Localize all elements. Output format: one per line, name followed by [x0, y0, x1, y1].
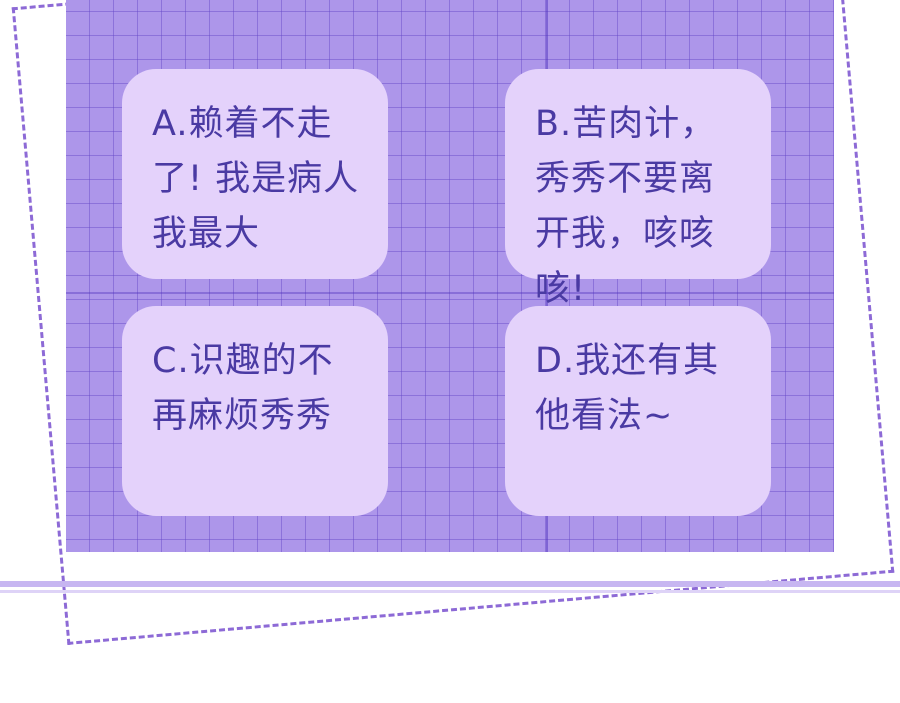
option-d-label: D.我还有其他看法~: [535, 341, 720, 436]
option-a-label: A.赖着不走了! 我是病人我最大: [152, 104, 360, 254]
option-card-b[interactable]: B.苦肉计，秀秀不要离开我，咳咳咳!: [505, 69, 771, 309]
option-c-label: C.识趣的不再麻烦秀秀: [152, 341, 334, 436]
divider-stripe: [0, 581, 900, 587]
option-card-a[interactable]: A.赖着不走了! 我是病人我最大: [122, 69, 388, 279]
option-b-label: B.苦肉计，秀秀不要离开我，咳咳咳!: [535, 104, 717, 309]
divider-stripe-thin: [0, 590, 900, 593]
option-card-d[interactable]: D.我还有其他看法~: [505, 306, 771, 516]
option-card-c[interactable]: C.识趣的不再麻烦秀秀: [122, 306, 388, 516]
